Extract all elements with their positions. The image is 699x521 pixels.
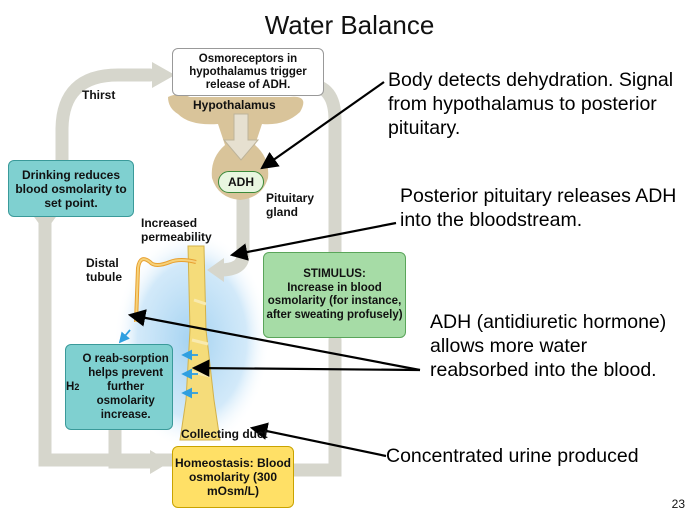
osmoreceptors-box: Osmoreceptors in hypothalamus trigger re… [172, 48, 324, 96]
stimulus-title: STIMULUS: [303, 268, 366, 280]
homeostasis-box: Homeostasis: Blood osmolarity (300 mOsm/… [172, 446, 294, 508]
stimulus-box: STIMULUS: Increase in blood osmolarity (… [263, 252, 406, 338]
adh-oval: ADH [218, 171, 264, 193]
posterior-pituitary-annotation: Posterior pituitary releases ADH into th… [400, 185, 677, 231]
collecting-duct-label: Collecting duct [181, 427, 268, 441]
drinking-box: Drinking reduces blood osmolarity to set… [8, 160, 134, 217]
pointer-arrows [127, 81, 421, 458]
hypothalamus-down-arrow [222, 113, 260, 161]
hypothalamus-label: Hypothalamus [193, 98, 276, 112]
stimulus-body: Increase in blood osmolarity (for instan… [266, 281, 403, 321]
increased-permeability-label: Increased permeability [141, 216, 212, 244]
adh-allows-annotation: ADH (antidiuretic hormone) allows more w… [430, 311, 667, 381]
slide-title: Water Balance [264, 10, 435, 40]
distal-tubule-label: Distal tubule [86, 256, 122, 284]
pituitary-gland-label: Pituitary gland [266, 191, 315, 219]
body-detects-annotation: Body detects dehydration. Signal from hy… [388, 69, 674, 139]
thirst-label: Thirst [82, 88, 116, 102]
page-number: 23 [671, 497, 685, 511]
concentrated-urine-annotation: Concentrated urine produced [386, 445, 639, 467]
